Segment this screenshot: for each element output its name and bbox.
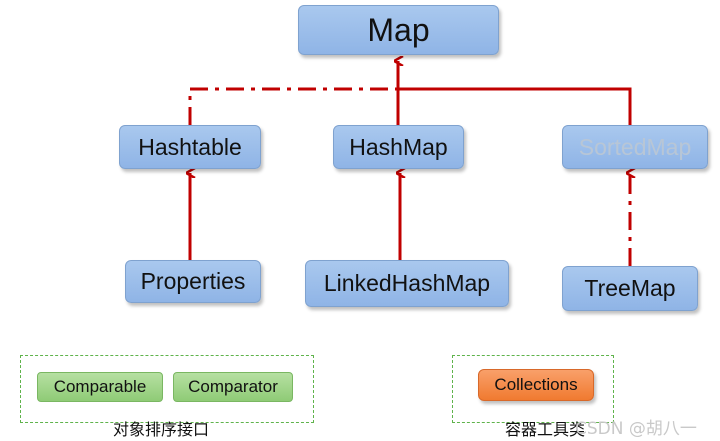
- container-tools-group: [452, 355, 614, 423]
- collections-box: Collections: [478, 369, 594, 401]
- sortedmap-label: SortedMap: [578, 133, 692, 160]
- hashtable-to-map-edge: [188, 87, 398, 125]
- hashtable-label: Hashtable: [138, 133, 242, 160]
- sortedmap-node: SortedMap: [562, 125, 708, 169]
- sort-interface-group: [20, 355, 314, 423]
- hashtable-node: Hashtable: [119, 125, 261, 169]
- properties-label: Properties: [140, 268, 246, 294]
- linkedhashmap-node: LinkedHashMap: [305, 260, 509, 307]
- linkedhashmap-label: LinkedHashMap: [323, 270, 491, 296]
- sortedmap-to-map-edge: [398, 87, 632, 125]
- sort-group-caption: 对象排序接口: [113, 420, 210, 439]
- hashmap-label: HashMap: [349, 133, 448, 160]
- collections-label: Collections: [494, 375, 578, 394]
- tools-group-caption: 容器工具类: [505, 420, 586, 439]
- map-label: Map: [367, 11, 430, 48]
- map-node: Map: [298, 5, 499, 55]
- watermark-text: CSDN @胡八一: [575, 419, 697, 439]
- hashmap-node: HashMap: [333, 125, 464, 169]
- comparable-label: Comparable: [53, 377, 147, 396]
- comparable-box: Comparable: [37, 372, 163, 402]
- comparator-box: Comparator: [173, 372, 293, 402]
- treemap-label: TreeMap: [584, 275, 676, 301]
- properties-node: Properties: [125, 260, 261, 303]
- treemap-node: TreeMap: [562, 266, 698, 311]
- comparator-label: Comparator: [188, 377, 278, 396]
